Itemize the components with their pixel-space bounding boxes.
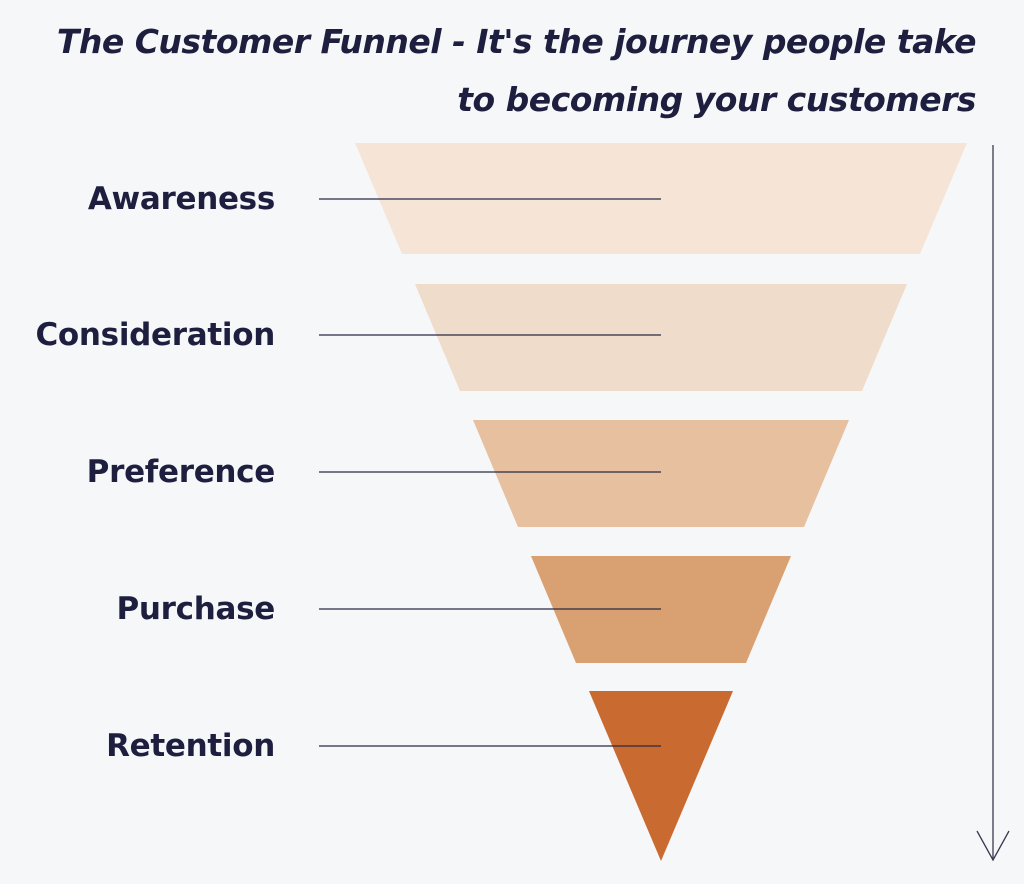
stage-label-consideration: Consideration (35, 317, 275, 353)
stage-label-retention: Retention (106, 728, 275, 764)
funnel-segment-preference (473, 420, 849, 527)
stage-label-purchase: Purchase (116, 591, 275, 627)
funnel-segment-retention (589, 691, 733, 861)
stage-label-preference: Preference (86, 454, 276, 490)
title-line-2: to becoming your customers (457, 80, 976, 119)
down-arrow-icon (976, 145, 1010, 862)
stage-label-awareness: Awareness (87, 181, 275, 217)
title-line-1: The Customer Funnel - It's the journey p… (56, 22, 977, 61)
funnel-segment-consideration (415, 284, 907, 391)
